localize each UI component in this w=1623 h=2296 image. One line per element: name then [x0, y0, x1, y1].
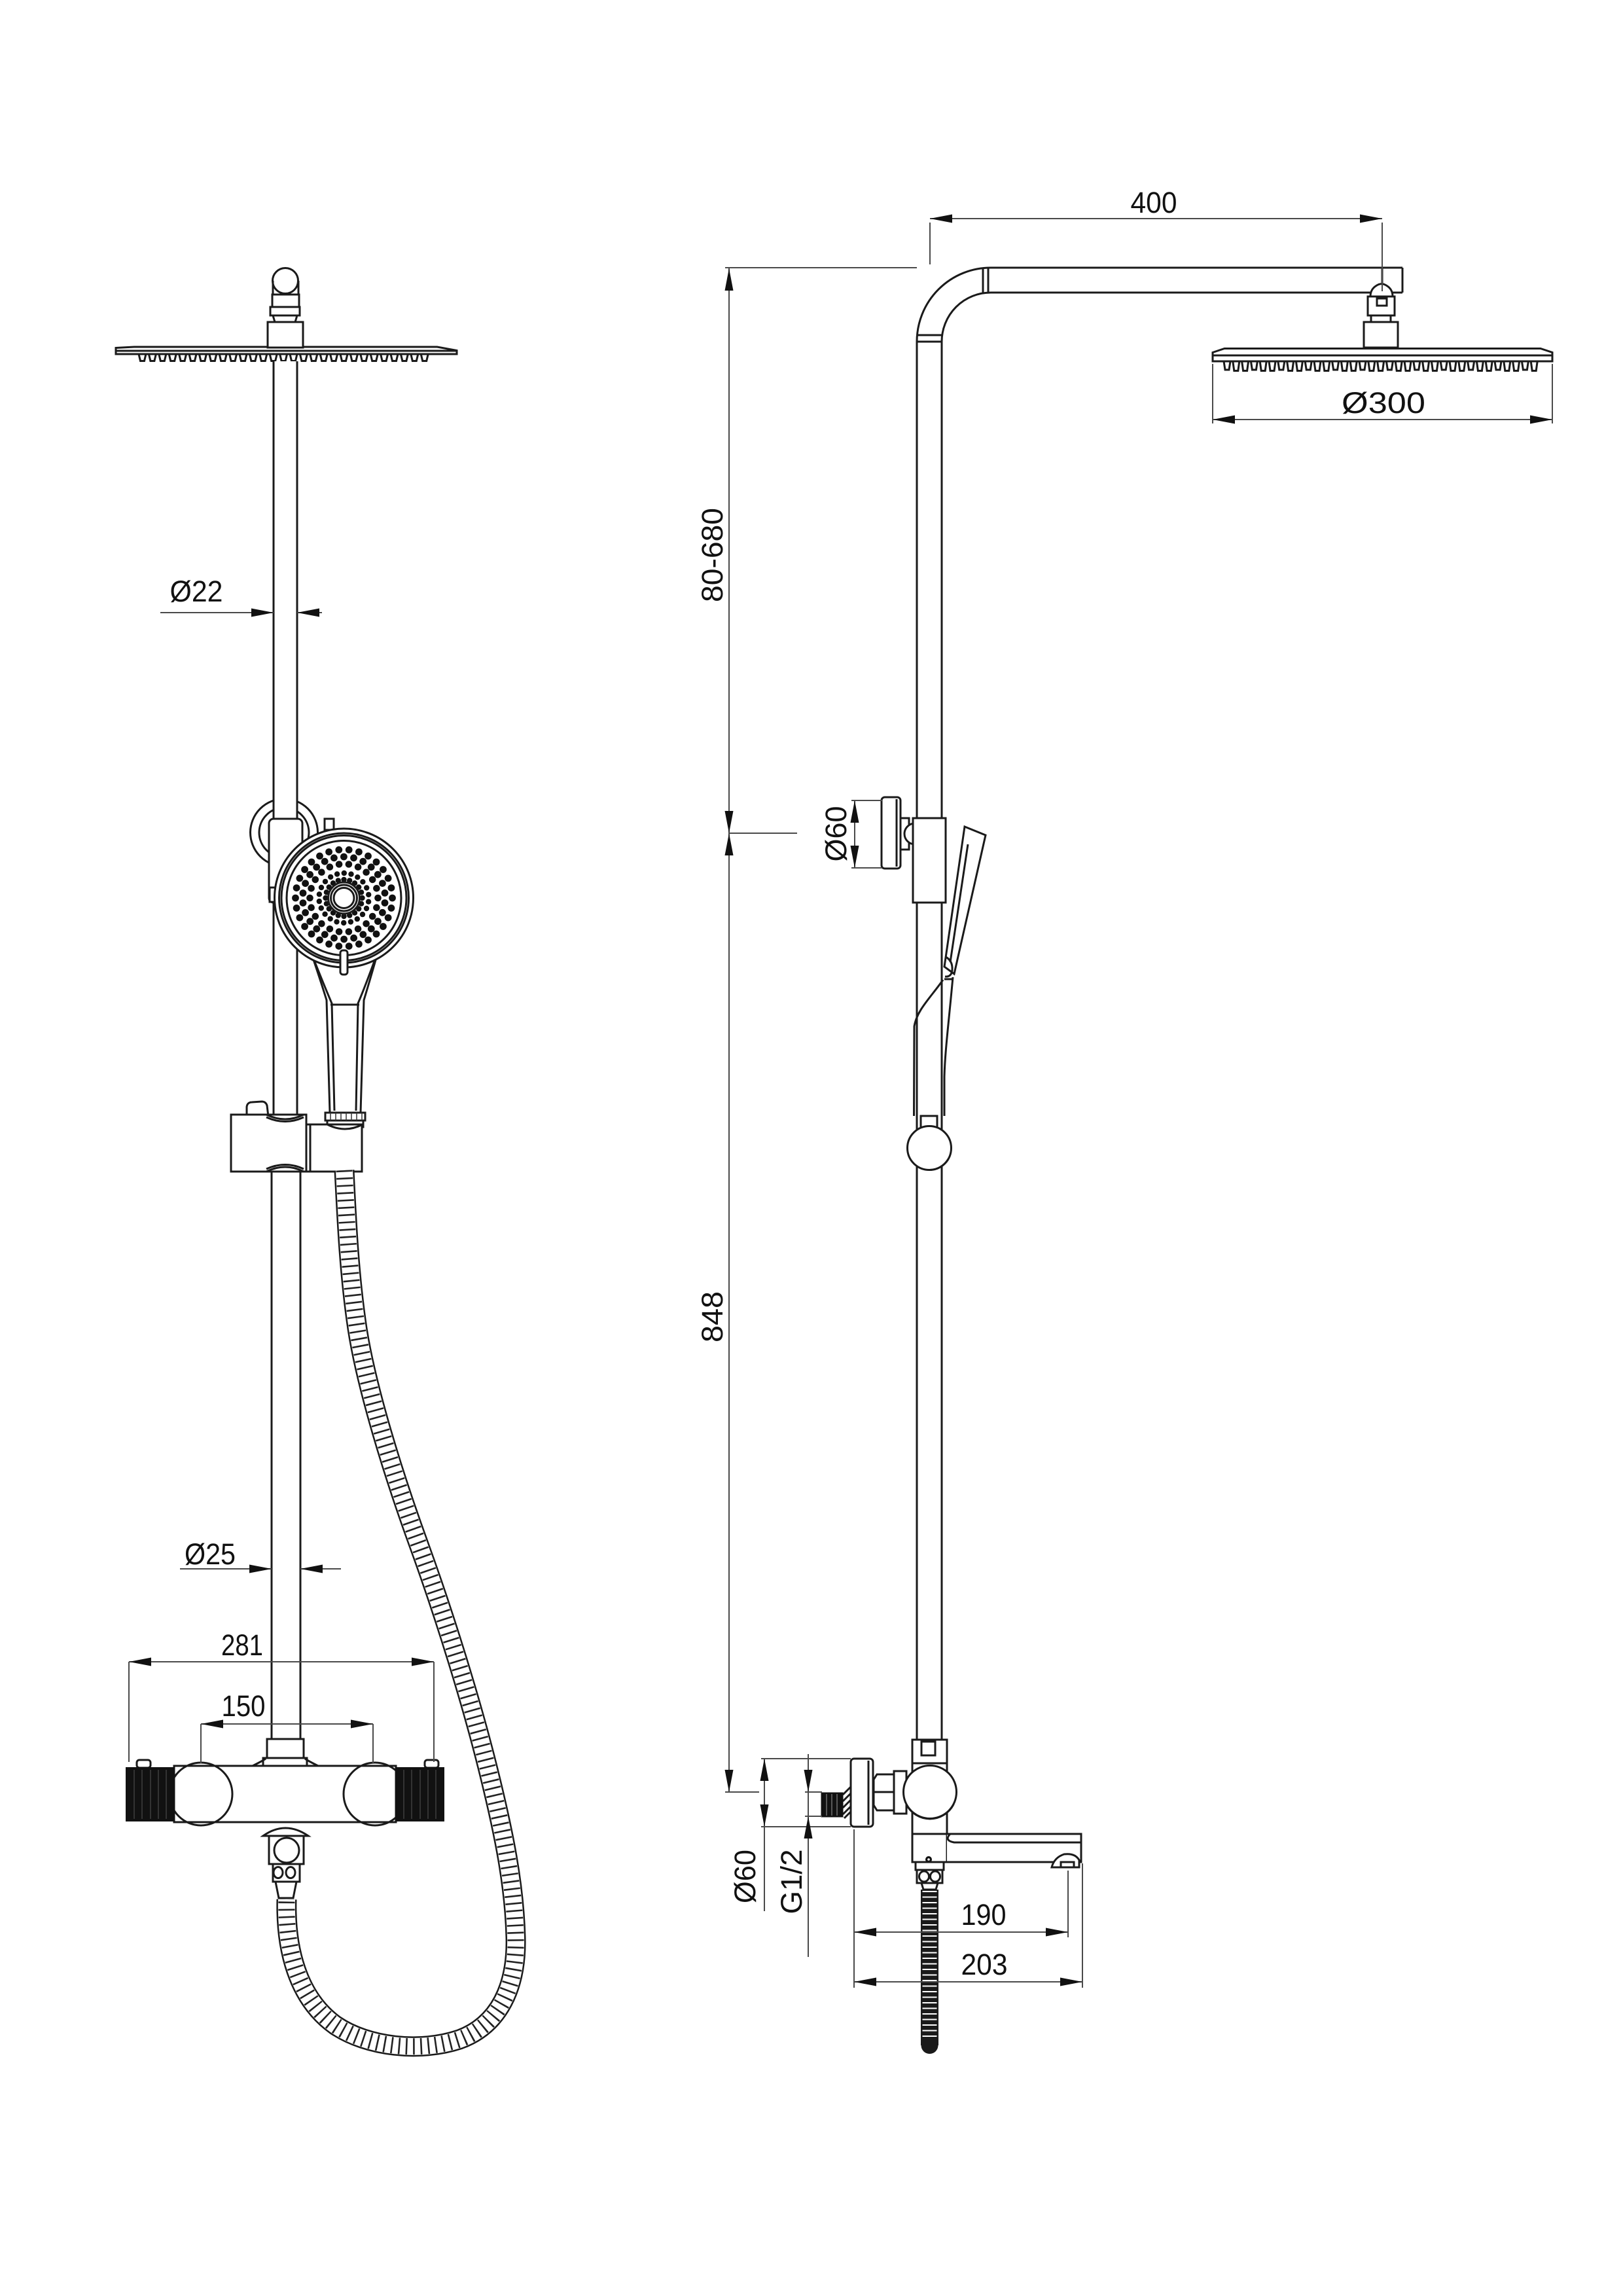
svg-text:150: 150 — [222, 1689, 266, 1723]
svg-text:Ø300: Ø300 — [1342, 386, 1425, 420]
svg-text:190: 190 — [961, 1898, 1007, 1931]
svg-text:Ø22: Ø22 — [170, 575, 223, 608]
svg-text:203: 203 — [961, 1948, 1008, 1981]
svg-text:848: 848 — [696, 1291, 729, 1342]
svg-text:80-680: 80-680 — [696, 508, 729, 602]
svg-text:Ø60: Ø60 — [728, 1850, 762, 1903]
svg-text:400: 400 — [1131, 186, 1177, 219]
svg-text:Ø25: Ø25 — [185, 1537, 236, 1571]
svg-text:Ø60: Ø60 — [819, 806, 853, 862]
svg-text:281: 281 — [221, 1628, 263, 1662]
svg-text:G1/2: G1/2 — [775, 1850, 808, 1914]
